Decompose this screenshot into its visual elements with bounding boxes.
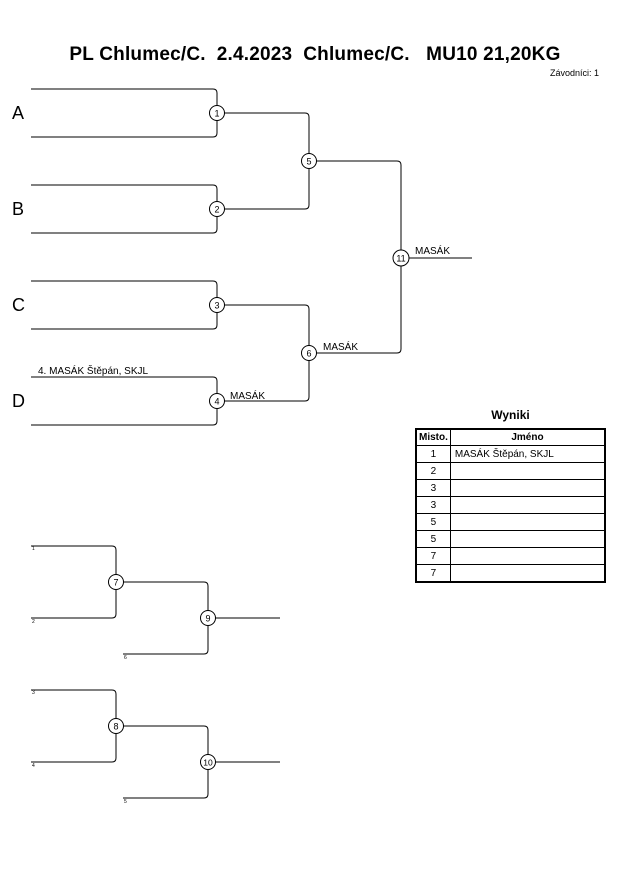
winner-label-4: MASÁK — [230, 389, 265, 402]
connector-5-6-to-11 — [309, 160, 402, 354]
match-9: 9 — [200, 610, 216, 626]
pool-letter-b: B — [12, 199, 24, 219]
repechage-2-connector — [116, 725, 280, 799]
match-3: 3 — [209, 297, 225, 313]
row-place: 3 — [415, 479, 451, 497]
pool-bracket-c — [31, 280, 224, 330]
row-name — [449, 547, 606, 565]
row-name — [449, 530, 606, 548]
table-row: 7 — [415, 564, 606, 583]
table-row: 3 — [415, 496, 606, 514]
match-11: 11 — [392, 249, 410, 267]
header-place: Misto. — [415, 428, 451, 446]
page-title: PL Chlumec/C. 2.4.2023 Chlumec/C. MU10 2… — [69, 44, 561, 65]
match-4: 4 — [209, 393, 225, 409]
match-9-number: 9 — [205, 614, 210, 624]
repechage-seed-5: 5 — [124, 799, 127, 805]
row-place: 2 — [415, 462, 451, 480]
row-name — [449, 513, 606, 531]
row-place: 5 — [415, 513, 451, 531]
row-name — [449, 479, 606, 497]
repechage-1-connector — [116, 581, 280, 655]
row-place: 5 — [415, 530, 451, 548]
repechage-seed-4: 4 — [32, 763, 35, 769]
row-place: 7 — [415, 564, 451, 583]
match-11-number: 11 — [396, 254, 405, 264]
repechage-seed-2: 2 — [32, 619, 35, 625]
header-name: Jméno — [449, 428, 606, 446]
repechage-seed-6: 6 — [124, 655, 127, 661]
match-3-number: 3 — [214, 301, 219, 311]
match-8: 8 — [108, 718, 124, 734]
row-name — [449, 462, 606, 480]
row-name — [449, 564, 606, 583]
repechage-seed-3: 3 — [32, 690, 35, 696]
pool-letter-c: C — [12, 295, 25, 315]
match-2: 2 — [209, 201, 225, 217]
pool-letter-d: D — [12, 391, 25, 411]
repechage-1-bracket — [31, 545, 117, 619]
row-name: MASÁK Štěpán, SKJL — [449, 445, 606, 463]
match-10: 10 — [200, 754, 216, 770]
pool-letter-a: A — [12, 103, 24, 123]
match-2-number: 2 — [214, 205, 219, 215]
match-5: 5 — [301, 153, 317, 169]
table-row: 5 — [415, 530, 606, 548]
row-place: 7 — [415, 547, 451, 565]
competitors-count: Závodníci: 1 — [549, 68, 599, 78]
row-place: 3 — [415, 496, 451, 514]
results-title: Wyniki — [491, 408, 530, 422]
row-place: 1 — [415, 445, 451, 463]
match-10-number: 10 — [203, 758, 213, 768]
table-row: 5 — [415, 513, 606, 531]
match-5-number: 5 — [306, 157, 311, 167]
table-row: 7 — [415, 547, 606, 565]
match-6: 6 — [301, 345, 317, 361]
pool-bracket-b — [31, 184, 224, 234]
match-7: 7 — [108, 574, 124, 590]
table-row: 2 — [415, 462, 606, 480]
table-row: 3 — [415, 479, 606, 497]
match-8-number: 8 — [113, 722, 118, 732]
match-6-number: 6 — [306, 349, 311, 359]
results-header-row: Misto. Jméno — [415, 428, 606, 446]
pool-d-entry: 4. MASÁK Štěpán, SKJL — [38, 364, 148, 377]
pool-bracket-a — [31, 88, 224, 138]
repechage-seed-1: 1 — [32, 546, 35, 552]
match-7-number: 7 — [113, 578, 118, 588]
row-name — [449, 496, 606, 514]
repechage-2-bracket — [31, 689, 117, 763]
match-1-number: 1 — [214, 109, 219, 119]
pool-bracket-d — [31, 376, 224, 426]
match-1: 1 — [209, 105, 225, 121]
match-4-number: 4 — [214, 397, 219, 407]
winner-label-11: MASÁK — [415, 244, 450, 257]
winner-label-6: MASÁK — [323, 340, 358, 353]
